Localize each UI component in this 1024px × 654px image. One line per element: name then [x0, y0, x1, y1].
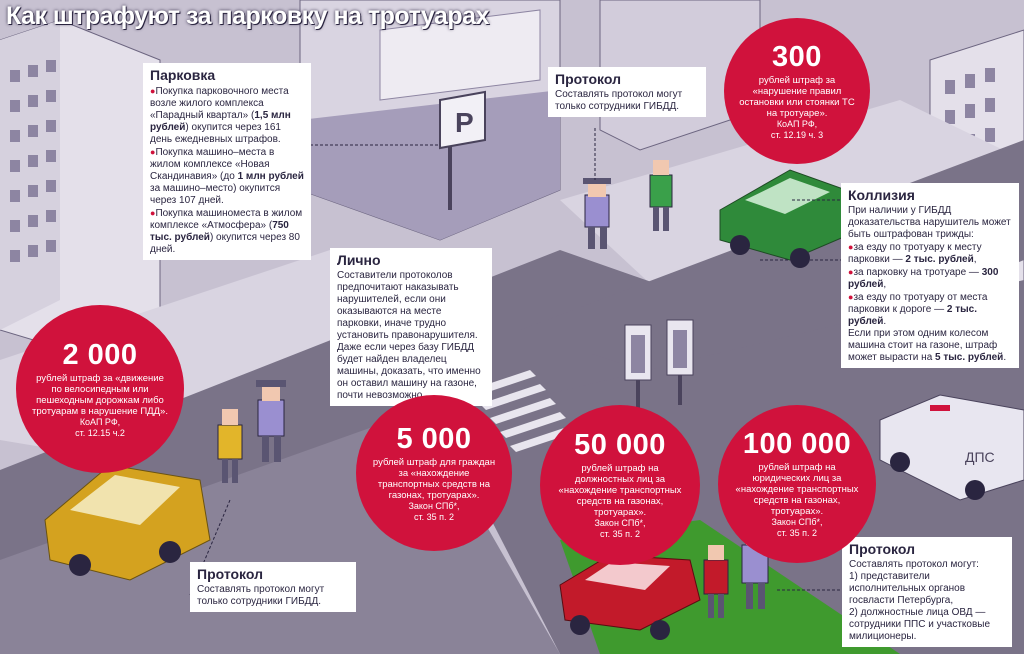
collision-outro: Если при этом одним колесом машина стоит… — [848, 328, 1007, 363]
fine-article: ст. 12.15 ч.2 — [75, 427, 125, 438]
fine-description: рублей штраф за «движение по велосипедны… — [32, 372, 168, 417]
car-figure-police: ДПС — [879, 394, 1024, 501]
protocol-bottom-right-panel: Протокол Составлять протокол могут: 1) п… — [842, 537, 1012, 647]
personally-text: Составители протоколов предпочитают нака… — [337, 270, 481, 401]
fine-circle-5000: 5 000 рублей штраф для граждан за «нахож… — [356, 395, 512, 551]
car-figure-green — [719, 169, 861, 268]
parking-item-1: Покупка парковочного места возле жилого … — [150, 85, 304, 146]
parking-item-3: Покупка машиноместа в жилом комплексе «А… — [150, 207, 304, 256]
parking-panel: Парковка Покупка парковочного места возл… — [143, 63, 311, 260]
fine-circle-50000: 50 000 рублей штраф на должностных лиц з… — [540, 405, 700, 565]
personally-title: Лично — [337, 252, 381, 268]
protocol-bottom-right-line-2: 2) должностные лица ОВД — сотрудники ППС… — [849, 607, 991, 642]
car-figure-yellow — [44, 464, 211, 581]
protocol-bottom-left-panel: Протокол Составлять протокол могут тольк… — [190, 562, 356, 612]
collision-item-1: за езду по тротуару к месту парковки — 2… — [848, 241, 1012, 266]
collision-intro: При наличии у ГИБДД доказательства наруш… — [848, 205, 1011, 240]
fine-law: Закон СПб*, — [408, 500, 460, 511]
fine-description: рублей штраф на юридических лиц за «нахо… — [735, 462, 859, 517]
fine-description: рублей штраф для граждан за «нахождение … — [372, 456, 496, 501]
police-car-label: ДПС — [965, 449, 995, 465]
fine-law: Закон СПб*, — [771, 517, 823, 527]
protocol-bottom-right-title: Протокол — [849, 541, 915, 557]
parking-item-2: Покупка машино–места в жилом комплексе «… — [150, 146, 304, 207]
protocol-bottom-left-title: Протокол — [197, 566, 263, 582]
protocol-bottom-right-intro: Составлять протокол могут: — [849, 559, 979, 570]
fine-amount: 50 000 — [574, 429, 666, 461]
fine-article: ст. 35 п. 2 — [599, 529, 641, 539]
car-figure-red — [559, 554, 701, 640]
person-figure-green — [649, 160, 673, 231]
traffic-light-icon — [624, 319, 694, 410]
police-officer-figure-2 — [256, 380, 286, 462]
collision-panel: Коллизия При наличии у ГИБДД доказательс… — [841, 183, 1019, 368]
collision-title: Коллизия — [848, 187, 915, 203]
fine-article: ст. 35 п. 2 — [413, 511, 455, 522]
fine-circle-300: 300 рублей штраф за «нарушение правил ос… — [724, 18, 870, 164]
parking-sign-icon: P — [439, 90, 486, 210]
person-figure-red — [703, 545, 729, 618]
fine-law: Закон СПб*, — [594, 518, 646, 528]
fine-amount: 5 000 — [396, 422, 472, 455]
fine-description: рублей штраф за «нарушение правил остано… — [739, 74, 855, 119]
fine-amount: 300 — [772, 40, 822, 73]
protocol-bottom-left-text: Составлять протокол могут только сотрудн… — [197, 584, 325, 607]
collision-item-3: за езду по тротуару от места парковки к … — [848, 291, 1012, 328]
person-figure-yellow — [217, 409, 243, 483]
protocol-top-panel: Протокол Составлять протокол могут тольк… — [548, 67, 706, 117]
protocol-bottom-right-line-1: 1) представители исполнительных органов … — [849, 571, 966, 606]
fine-description: рублей штраф на должностных лиц за «нахо… — [558, 463, 682, 518]
fine-circle-100000: 100 000 рублей штраф на юридических лиц … — [718, 405, 876, 563]
fine-amount: 2 000 — [62, 338, 138, 371]
fine-amount: 100 000 — [742, 428, 852, 460]
police-officer-figure — [583, 178, 611, 249]
parking-sign-label: P — [455, 107, 474, 138]
fine-law: КоАП РФ, — [79, 416, 121, 427]
collision-item-2: за парковку на тротуаре — 300 рублей, — [848, 266, 1012, 291]
personally-panel: Лично Составители протоколов предпочитаю… — [330, 248, 492, 406]
fine-article: ст. 35 п. 2 — [776, 528, 818, 538]
protocol-top-text: Составлять протокол могут только сотрудн… — [555, 89, 683, 112]
page-title: Как штрафуют за парковку на тротуарах — [6, 2, 490, 30]
fine-circle-2000: 2 000 рублей штраф за «движение по велос… — [16, 305, 184, 473]
parking-panel-title: Парковка — [150, 67, 216, 83]
fine-article: ст. 12.19 ч. 3 — [770, 129, 824, 140]
fine-law: КоАП РФ, — [776, 118, 818, 129]
protocol-top-title: Протокол — [555, 71, 621, 87]
